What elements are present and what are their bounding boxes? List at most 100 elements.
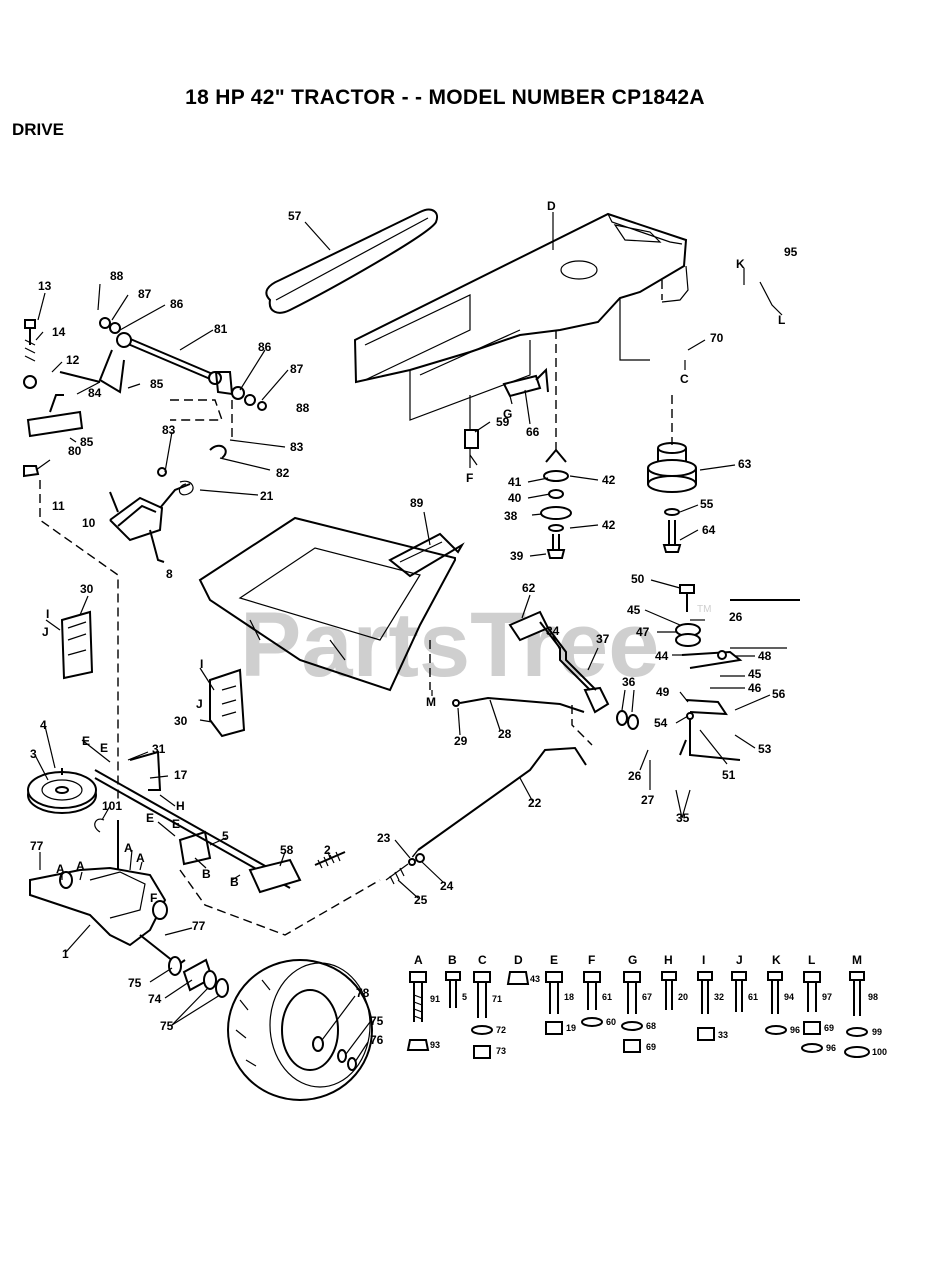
watermark: PartsTree xyxy=(240,594,659,696)
callout-Jb: J xyxy=(196,697,203,711)
washer-68 xyxy=(621,1021,643,1031)
callout-35: 35 xyxy=(676,811,690,825)
callout-87b: 87 xyxy=(290,362,304,376)
hw-letter-D: D xyxy=(514,953,523,967)
drive-belt xyxy=(265,208,438,314)
callout-Eb: E xyxy=(100,741,108,755)
callout-55a: 55 xyxy=(700,497,714,511)
hw-96-k: 96 xyxy=(790,1025,800,1035)
callout-34: 34 xyxy=(546,624,560,638)
callout-24: 24 xyxy=(440,879,454,893)
hw-letter-M: M xyxy=(852,953,862,967)
callout-59: 59 xyxy=(496,415,510,429)
callout-101: 101 xyxy=(102,799,122,813)
callout-47: 47 xyxy=(636,625,650,639)
callout-44: 44 xyxy=(655,649,669,663)
callout-Aa: A xyxy=(56,862,65,876)
callout-85: 85 xyxy=(150,377,164,391)
idler-pulley-stack xyxy=(540,330,572,559)
callout-Ba: B xyxy=(202,867,211,881)
callout-3: 3 xyxy=(30,747,37,761)
callout-53: 53 xyxy=(758,742,772,756)
washer-100 xyxy=(844,1046,870,1058)
callout-39: 39 xyxy=(510,549,524,563)
callout-77b: 77 xyxy=(192,919,206,933)
washer-96-l xyxy=(801,1043,823,1053)
callout-1: 1 xyxy=(62,947,69,961)
nut-33 xyxy=(697,1027,715,1041)
callout-83b: 83 xyxy=(290,440,304,454)
callout-G: G xyxy=(503,407,512,421)
watermark-tm: TM xyxy=(697,604,711,615)
callout-4: 4 xyxy=(40,718,47,732)
hw-19: 19 xyxy=(566,1023,576,1033)
callout-36: 36 xyxy=(622,675,636,689)
callout-26b: 26 xyxy=(628,769,642,783)
hw-43: 43 xyxy=(530,974,540,984)
hw-97: 97 xyxy=(822,992,832,1002)
callout-81: 81 xyxy=(214,322,228,336)
hw-68: 68 xyxy=(646,1021,656,1031)
callout-38: 38 xyxy=(504,509,518,523)
hw-letter-H: H xyxy=(664,953,673,967)
washer-72 xyxy=(471,1025,493,1035)
callout-30b: 30 xyxy=(174,714,188,728)
washer-99 xyxy=(846,1027,868,1037)
callout-14: 14 xyxy=(52,325,66,339)
callout-75a: 75 xyxy=(128,976,142,990)
rear-brackets xyxy=(60,610,246,738)
callout-78: 78 xyxy=(356,986,370,1000)
callout-29: 29 xyxy=(454,734,468,748)
bolt-61 xyxy=(583,971,601,1010)
callout-31: 31 xyxy=(152,742,166,756)
callout-88b: 88 xyxy=(296,401,310,415)
callout-77a: 77 xyxy=(30,839,44,853)
callout-80: 80 xyxy=(68,444,82,458)
brake-assembly xyxy=(675,584,800,761)
callout-23: 23 xyxy=(377,831,391,845)
hw-20: 20 xyxy=(678,992,688,1002)
callout-89: 89 xyxy=(410,496,424,510)
washer-96-k xyxy=(765,1025,787,1035)
hw-72: 72 xyxy=(496,1025,506,1035)
callout-87: 87 xyxy=(138,287,152,301)
callout-84: 84 xyxy=(88,386,102,400)
callout-H: H xyxy=(176,799,185,813)
callout-Ab: A xyxy=(76,859,85,873)
hw-60: 60 xyxy=(606,1017,616,1027)
bolt-71 xyxy=(473,971,491,1018)
callout-Bb: B xyxy=(230,875,239,889)
callout-76: 76 xyxy=(370,1033,384,1047)
nut-19 xyxy=(545,1021,563,1035)
hw-letter-K: K xyxy=(772,953,781,967)
bolt-5 xyxy=(445,971,461,1008)
callout-83a: 83 xyxy=(162,423,176,437)
brake-linkage xyxy=(109,444,227,563)
hw-letter-I: I xyxy=(702,953,705,967)
callout-28: 28 xyxy=(498,727,512,741)
nut-69 xyxy=(623,1039,641,1053)
callout-2: 2 xyxy=(324,843,331,857)
hw-73: 73 xyxy=(496,1046,506,1056)
callout-13: 13 xyxy=(38,279,52,293)
bolt-61-j xyxy=(731,971,747,1012)
washer-60 xyxy=(581,1017,603,1027)
hw-93: 93 xyxy=(430,1040,440,1050)
bolt-97 xyxy=(803,971,821,1012)
callout-40: 40 xyxy=(508,491,522,505)
bolt-91 xyxy=(409,971,427,1022)
brake-rod xyxy=(459,696,585,713)
callout-86b: 86 xyxy=(258,340,272,354)
hw-69-l: 69 xyxy=(824,1023,834,1033)
callout-70: 70 xyxy=(710,331,724,345)
hw-61-j: 61 xyxy=(748,992,758,1002)
bolt-32 xyxy=(697,971,713,1014)
callout-Ja: J xyxy=(42,625,49,639)
callout-17: 17 xyxy=(174,768,188,782)
callout-57: 57 xyxy=(288,209,302,223)
callout-41: 41 xyxy=(508,475,522,489)
callout-30a: 30 xyxy=(80,582,94,596)
tension-spring xyxy=(385,853,425,885)
hw-letter-A: A xyxy=(414,953,423,967)
